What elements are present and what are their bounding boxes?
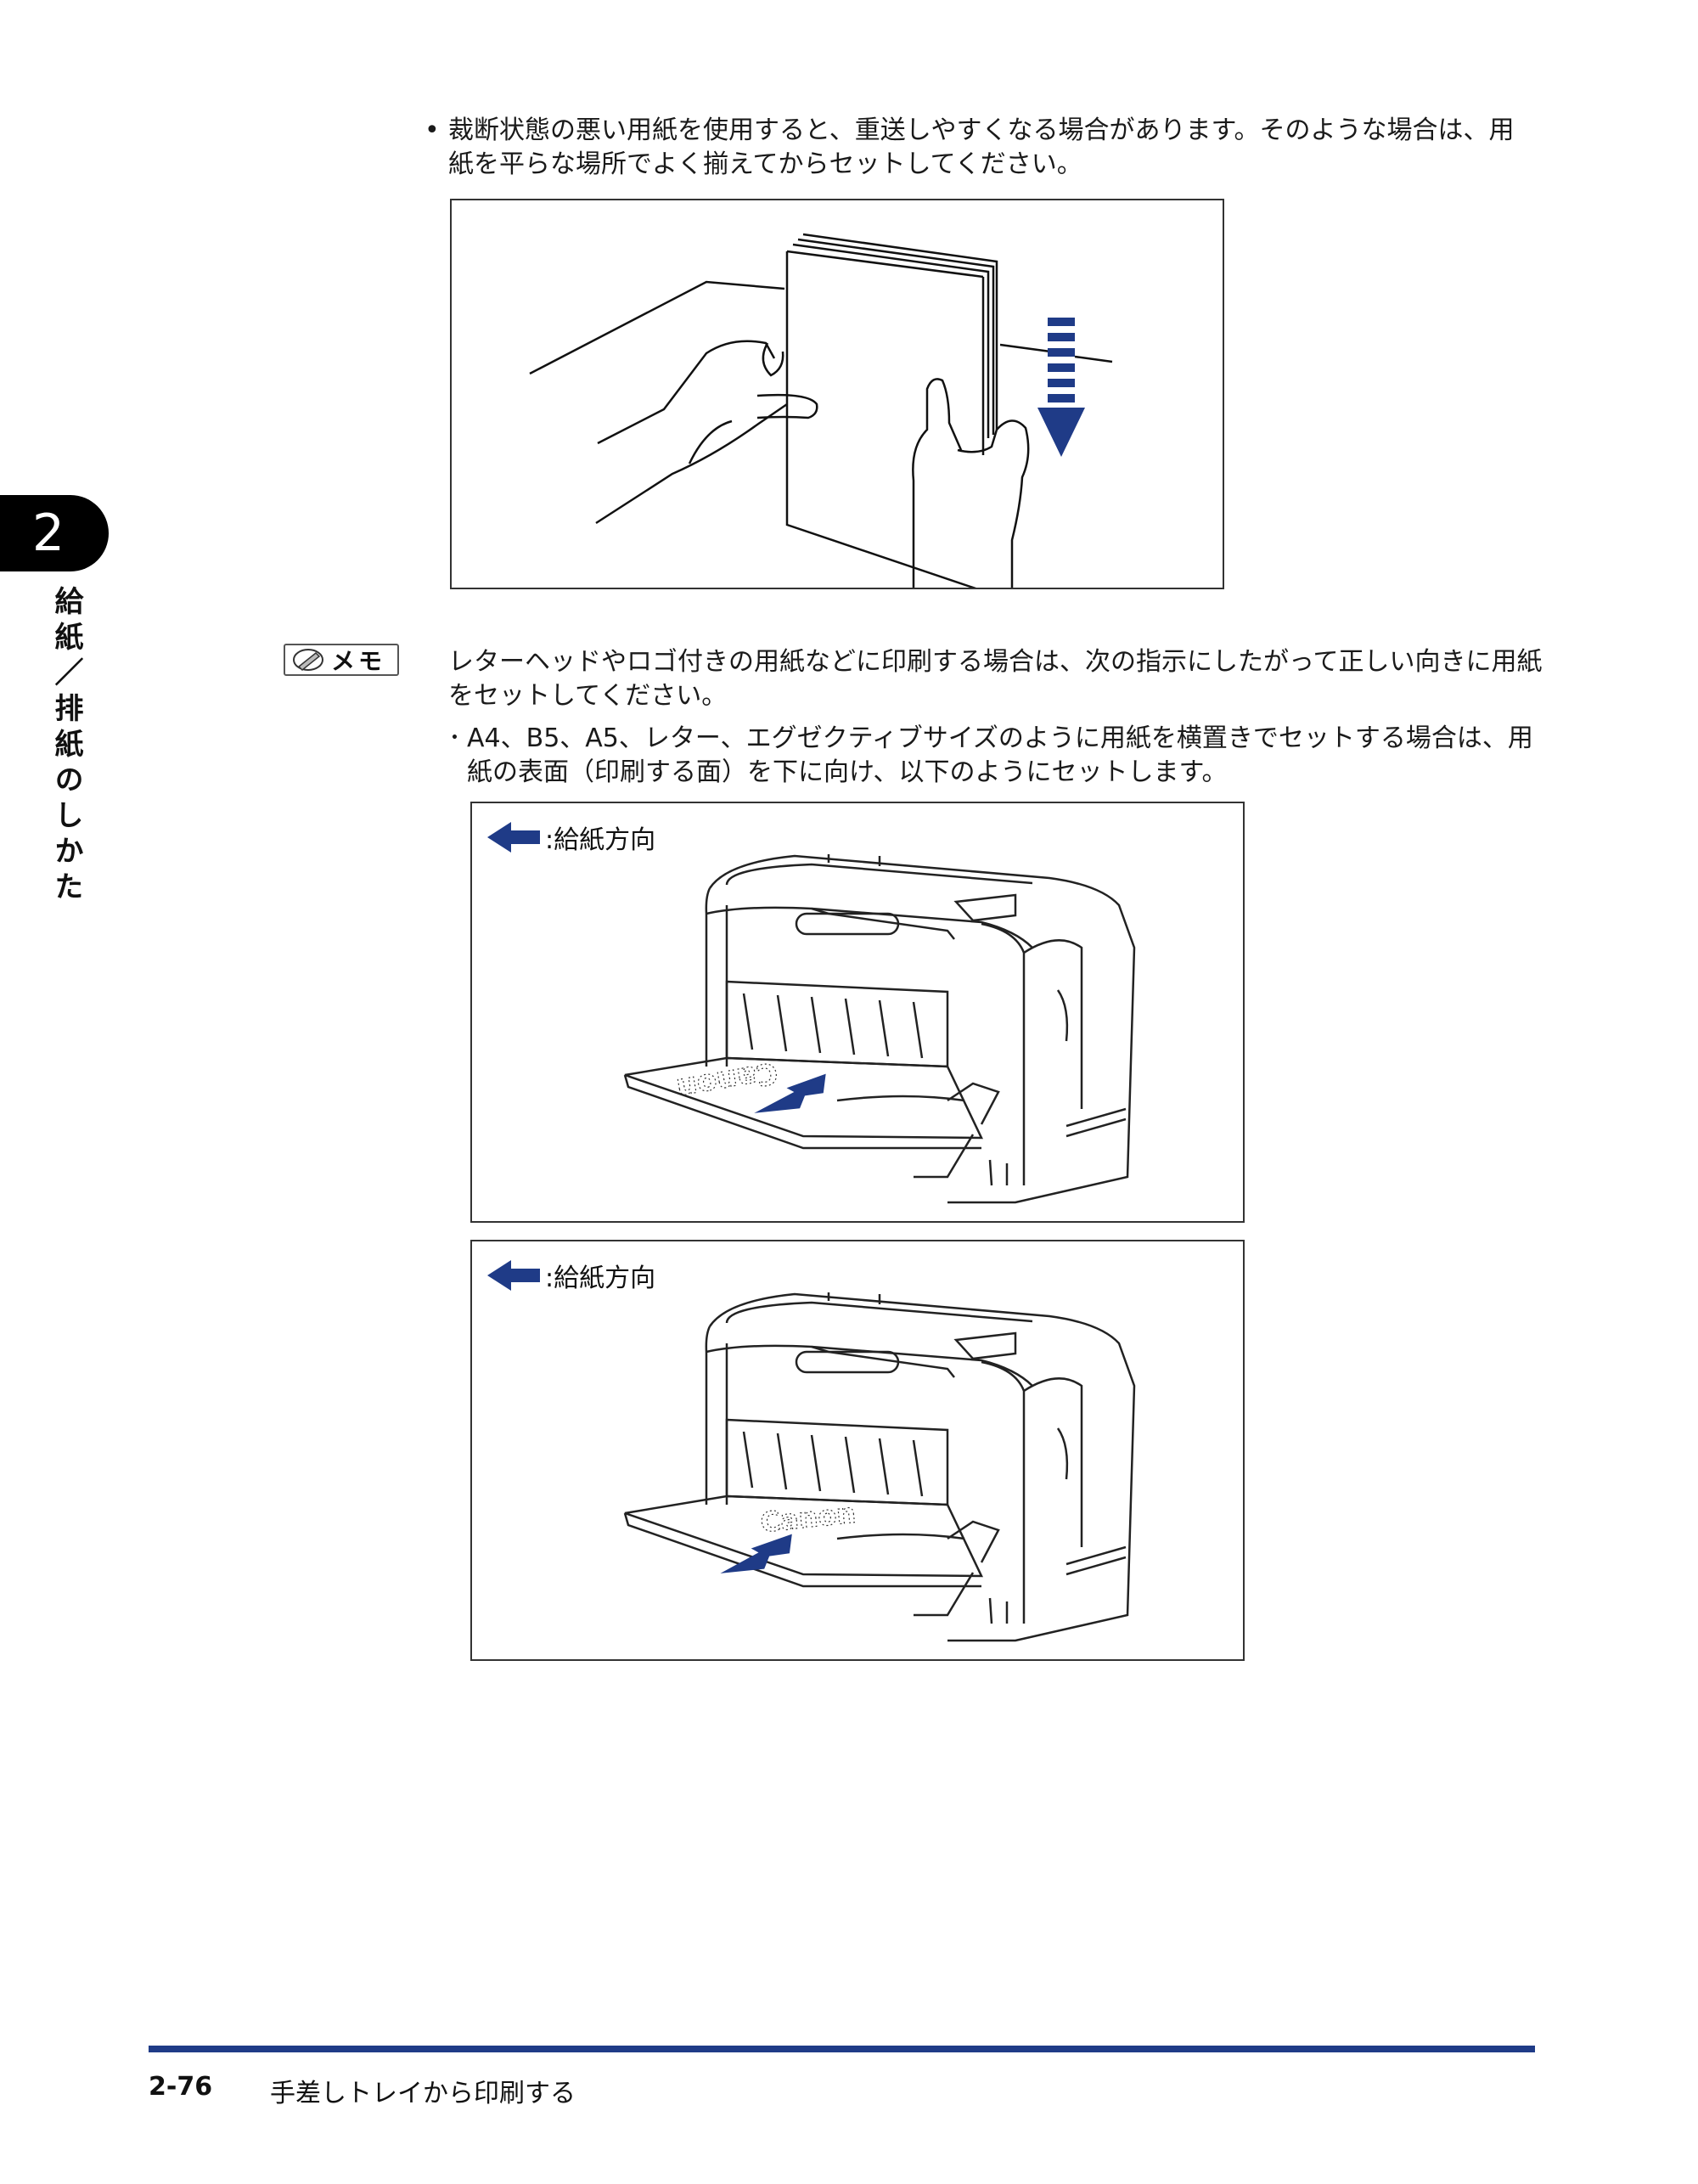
memo-item-marker: ･ bbox=[448, 723, 461, 753]
bullet-note: • 裁断状態の悪い用紙を使用すると、重送しやすくなる場合があります。そのような場… bbox=[424, 114, 1537, 182]
hands-paper-drawing bbox=[529, 233, 1113, 593]
printer-drawing-2: Canon bbox=[623, 1292, 1136, 1642]
memo-label: メモ bbox=[331, 647, 386, 675]
feed-direction-label: :給紙方向 bbox=[545, 825, 656, 855]
pencil-memo-icon bbox=[293, 649, 323, 672]
printer-illustration-1: :給紙方向 C bbox=[470, 802, 1245, 1223]
memo-intro-text: レターヘッドやロゴ付きの用紙などに印刷する場合は、次の指示にしたがって正しい向き… bbox=[448, 647, 1543, 711]
feed-direction-legend-2: :給紙方向 bbox=[487, 1257, 655, 1294]
memo-badge: メモ bbox=[284, 644, 399, 676]
chapter-title: 給紙／排紙のしかた bbox=[49, 586, 83, 907]
logo-text-on-paper: Canon bbox=[759, 1497, 857, 1539]
feed-direction-arrow-icon bbox=[487, 822, 540, 853]
feed-direction-legend-1: :給紙方向 bbox=[487, 819, 655, 856]
feed-direction-label: :給紙方向 bbox=[545, 1264, 656, 1293]
chapter-tab: 2 bbox=[0, 495, 109, 571]
memo-item: ･ A4、B5、A5、レター、エグゼクティブサイズのように用紙を横置きでセットす… bbox=[448, 722, 1543, 790]
footer-rule bbox=[149, 2046, 1535, 2052]
paper-alignment-illustration bbox=[450, 199, 1224, 593]
page-number: 2-76 bbox=[149, 2072, 213, 2102]
footer-section-title: 手差しトレイから印刷する bbox=[270, 2079, 576, 2108]
memo-item-text: A4、B5、A5、レター、エグゼクティブサイズのように用紙を横置きでセットする場… bbox=[467, 723, 1533, 787]
feed-direction-arrow-icon bbox=[487, 1260, 540, 1291]
printer-illustration-2: :給紙方向 Canon bbox=[470, 1240, 1245, 1661]
printer-drawing-1: Canon bbox=[623, 854, 1136, 1204]
bullet-text: 裁断状態の悪い用紙を使用すると、重送しやすくなる場合があります。そのような場合は… bbox=[448, 115, 1515, 179]
bullet-marker: • bbox=[424, 115, 440, 145]
